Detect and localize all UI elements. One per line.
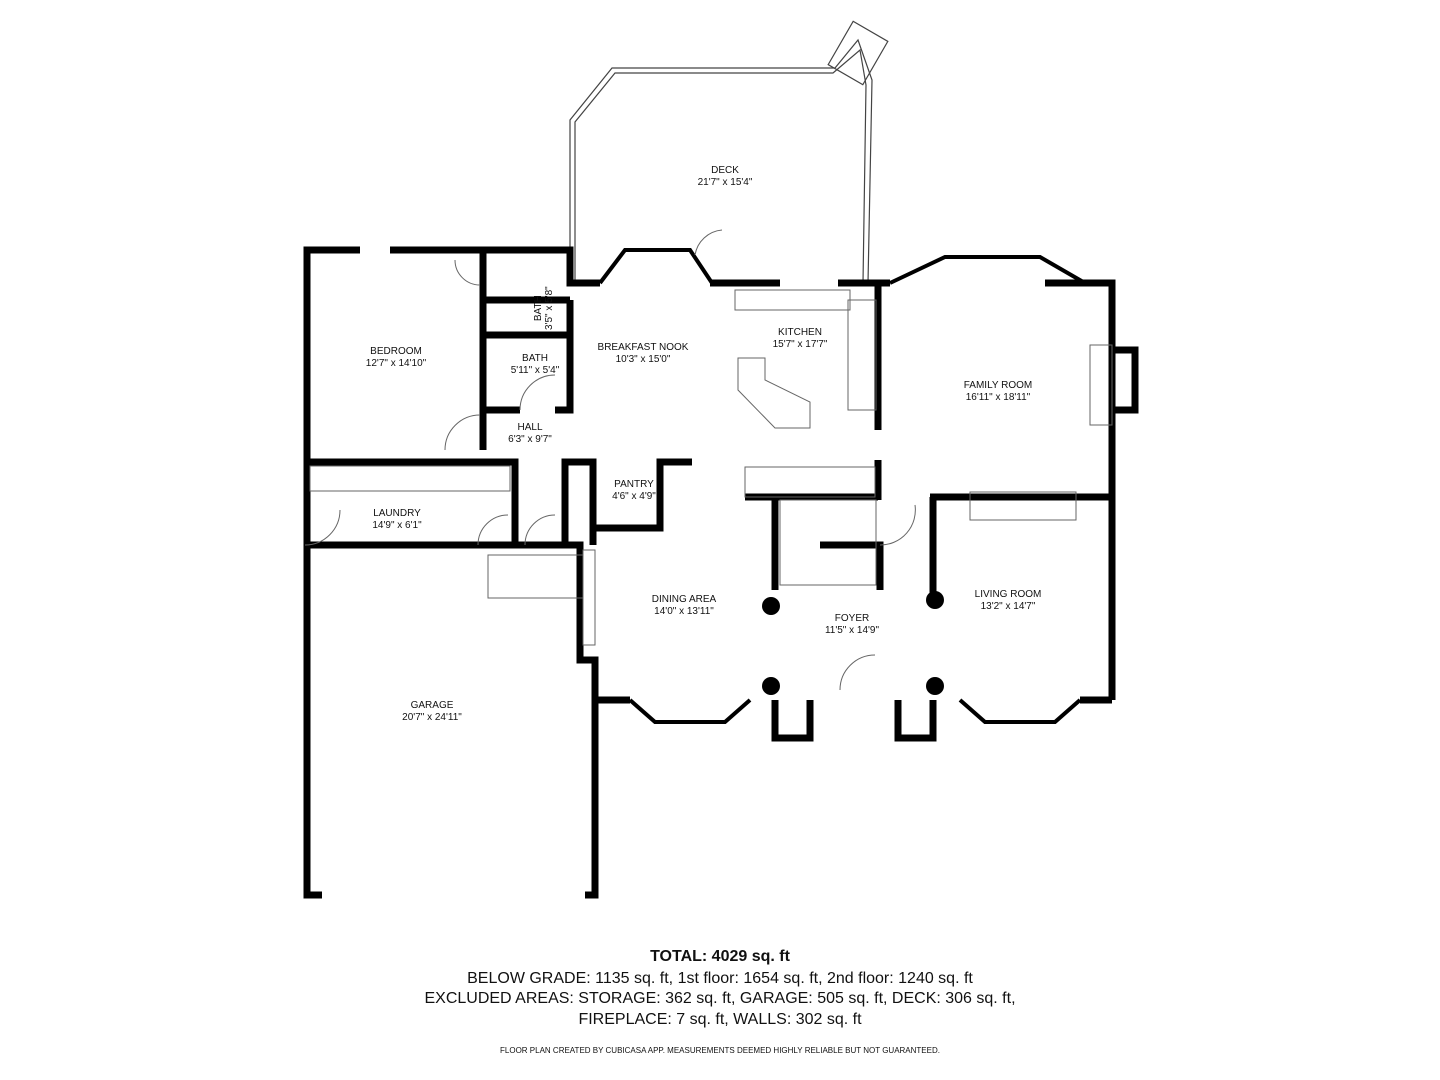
room-name: LIVING ROOM xyxy=(974,589,1042,600)
room-name: FAMILY ROOM xyxy=(963,380,1033,391)
room-name: DECK xyxy=(711,165,739,176)
room-dimensions: 11'5" x 14'9" xyxy=(824,625,880,636)
room-name: BREAKFAST NOOK xyxy=(597,342,689,353)
room-name: KITCHEN xyxy=(778,327,822,338)
room-dimensions: 16'11" x 18'11" xyxy=(965,392,1031,403)
room-dimensions: 6'3" x 9'7" xyxy=(508,434,552,445)
room-dimensions: 14'0" x 13'11" xyxy=(654,606,714,617)
room-name: BEDROOM xyxy=(370,346,422,357)
room-dimensions: 13'2" x 14'7" xyxy=(980,601,1036,612)
room-name: BATH xyxy=(522,353,548,364)
room-dimensions: 5'11" x 5'4" xyxy=(510,365,560,376)
room-name: LAUNDRY xyxy=(373,508,421,519)
column xyxy=(926,591,944,609)
room-name: HALL xyxy=(517,422,543,433)
room-dimensions: 12'7" x 14'10" xyxy=(365,358,427,369)
room-dimensions: 14'9" x 6'1" xyxy=(372,520,422,531)
columns xyxy=(762,591,944,695)
disclaimer: FLOOR PLAN CREATED BY CUBICASA APP. MEAS… xyxy=(500,1046,940,1055)
room-name: FOYER xyxy=(834,613,870,624)
room-name: BATH xyxy=(533,295,544,322)
excluded-areas-cont: FIREPLACE: 7 sq. ft, WALLS: 302 sq. ft xyxy=(578,1011,862,1028)
total-area: TOTAL: 4029 sq. ft xyxy=(650,948,790,965)
excluded-areas: EXCLUDED AREAS: STORAGE: 362 sq. ft, GAR… xyxy=(424,990,1016,1007)
column xyxy=(762,597,780,615)
room-name: DINING AREA xyxy=(651,594,717,605)
room-dimensions: 20'7" x 24'11" xyxy=(402,712,462,723)
room-dimensions: 15'7" x 17'7" xyxy=(772,339,828,350)
deck-outline xyxy=(569,20,889,284)
room-dimensions: 10'3" x 15'0" xyxy=(615,354,671,365)
column xyxy=(926,677,944,695)
room-name: PANTRY xyxy=(614,479,654,490)
walls xyxy=(303,246,1139,899)
column xyxy=(762,677,780,695)
fixtures xyxy=(304,229,1113,691)
room-dimensions: 21'7" x 15'4" xyxy=(697,177,753,188)
area-breakdown: BELOW GRADE: 1135 sq. ft, 1st floor: 165… xyxy=(467,970,973,987)
room-dimensions: 4'6" x 4'9" xyxy=(612,491,656,502)
room-name: GARAGE xyxy=(410,700,454,711)
bay-windows xyxy=(598,248,1087,724)
room-dimensions: 3'5" x 5'8" xyxy=(544,286,555,330)
